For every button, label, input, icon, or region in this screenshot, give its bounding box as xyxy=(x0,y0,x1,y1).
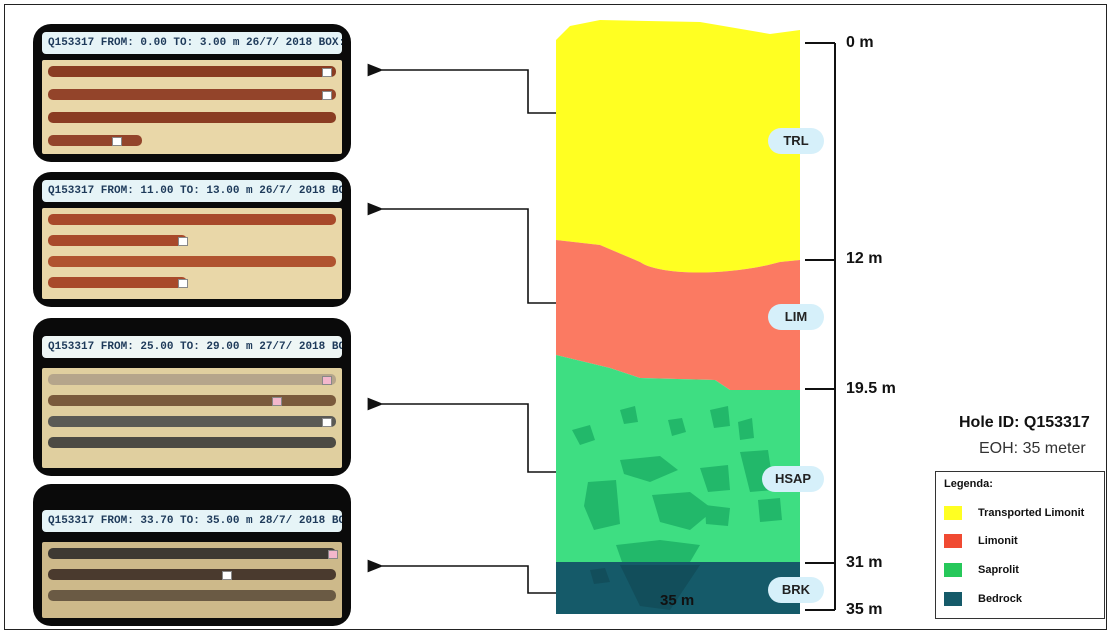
core-sample xyxy=(48,374,336,385)
core-sample xyxy=(48,89,336,100)
legend-swatch xyxy=(944,534,962,548)
column-bottom-depth: 35 m xyxy=(660,592,695,609)
core-sample xyxy=(48,569,336,580)
core-tag xyxy=(112,137,122,146)
legend-label: Bedrock xyxy=(978,593,1023,605)
saprolite-boulders xyxy=(572,406,782,562)
connector-arrow xyxy=(367,63,556,114)
core-box-label: Q153317 FROM: 0.00 TO: 3.00 m 26/7/ 2018… xyxy=(42,32,342,54)
core-photo-box-1: Q153317 FROM: 0.00 TO: 3.00 m 26/7/ 2018… xyxy=(33,24,351,162)
legend-swatch xyxy=(944,506,962,520)
core-photo-box-12: Q153317 FROM: 33.70 TO: 35.00 m 28/7/ 20… xyxy=(33,484,351,626)
core-tray xyxy=(42,60,342,154)
layer-trl xyxy=(556,20,800,273)
core-tray xyxy=(42,208,342,299)
depth-label: 0 m xyxy=(846,34,874,51)
core-tray xyxy=(42,368,342,468)
core-box-label: Q153317 FROM: 33.70 TO: 35.00 m 28/7/ 20… xyxy=(42,510,342,532)
layer-label-lim: LIM xyxy=(768,304,824,330)
core-sample xyxy=(48,112,336,123)
core-tag xyxy=(178,237,188,246)
core-tag xyxy=(222,571,232,580)
core-sample xyxy=(48,416,336,427)
core-photo-box-10: Q153317 FROM: 25.00 TO: 29.00 m 27/7/ 20… xyxy=(33,318,351,476)
core-sample xyxy=(48,256,336,267)
core-tray xyxy=(42,542,342,618)
end-of-hole: EOH: 35 meter xyxy=(979,440,1086,457)
connector-arrow xyxy=(367,202,556,304)
core-sample xyxy=(48,277,187,288)
legend-label: Limonit xyxy=(978,535,1018,547)
core-tag xyxy=(328,550,338,559)
core-sample xyxy=(48,214,336,225)
core-tag xyxy=(322,418,332,427)
core-box-label: Q153317 FROM: 11.00 TO: 13.00 m 26/7/ 20… xyxy=(42,180,342,202)
depth-label: 31 m xyxy=(846,554,883,571)
core-tag xyxy=(178,279,188,288)
layer-label-trl: TRL xyxy=(768,128,824,154)
core-sample xyxy=(48,437,336,448)
depth-label: 35 m xyxy=(846,601,883,618)
legend-label: Transported Limonit xyxy=(978,507,1085,519)
core-sample xyxy=(48,548,336,559)
depth-ticks xyxy=(805,42,835,611)
legend-swatch xyxy=(944,563,962,577)
layer-label-hsap: HSAP xyxy=(762,466,824,492)
connector-arrow xyxy=(367,559,556,594)
core-sample xyxy=(48,135,142,146)
core-tag xyxy=(272,397,282,406)
core-sample xyxy=(48,590,336,601)
legend-swatch xyxy=(944,592,962,606)
core-tag xyxy=(322,91,332,100)
legend-title: Legenda: xyxy=(944,478,993,490)
layer-label-brk: BRK xyxy=(768,577,824,603)
hole-id: Hole ID: Q153317 xyxy=(959,414,1090,431)
layer-lim xyxy=(556,240,800,390)
core-sample xyxy=(48,66,336,77)
bedrock-texture xyxy=(590,565,700,610)
legend: Legenda: Transported Limonit Limonit Sap… xyxy=(935,471,1105,619)
core-sample xyxy=(48,395,336,406)
legend-label: Saprolit xyxy=(978,564,1019,576)
core-photo-box-5: Q153317 FROM: 11.00 TO: 13.00 m 26/7/ 20… xyxy=(33,172,351,307)
connector-arrow xyxy=(367,397,556,473)
core-sample xyxy=(48,235,187,246)
depth-label: 12 m xyxy=(846,250,883,267)
core-tag xyxy=(322,68,332,77)
core-tag xyxy=(322,376,332,385)
depth-label: 19.5 m xyxy=(846,380,896,397)
core-box-label: Q153317 FROM: 25.00 TO: 29.00 m 27/7/ 20… xyxy=(42,336,342,358)
